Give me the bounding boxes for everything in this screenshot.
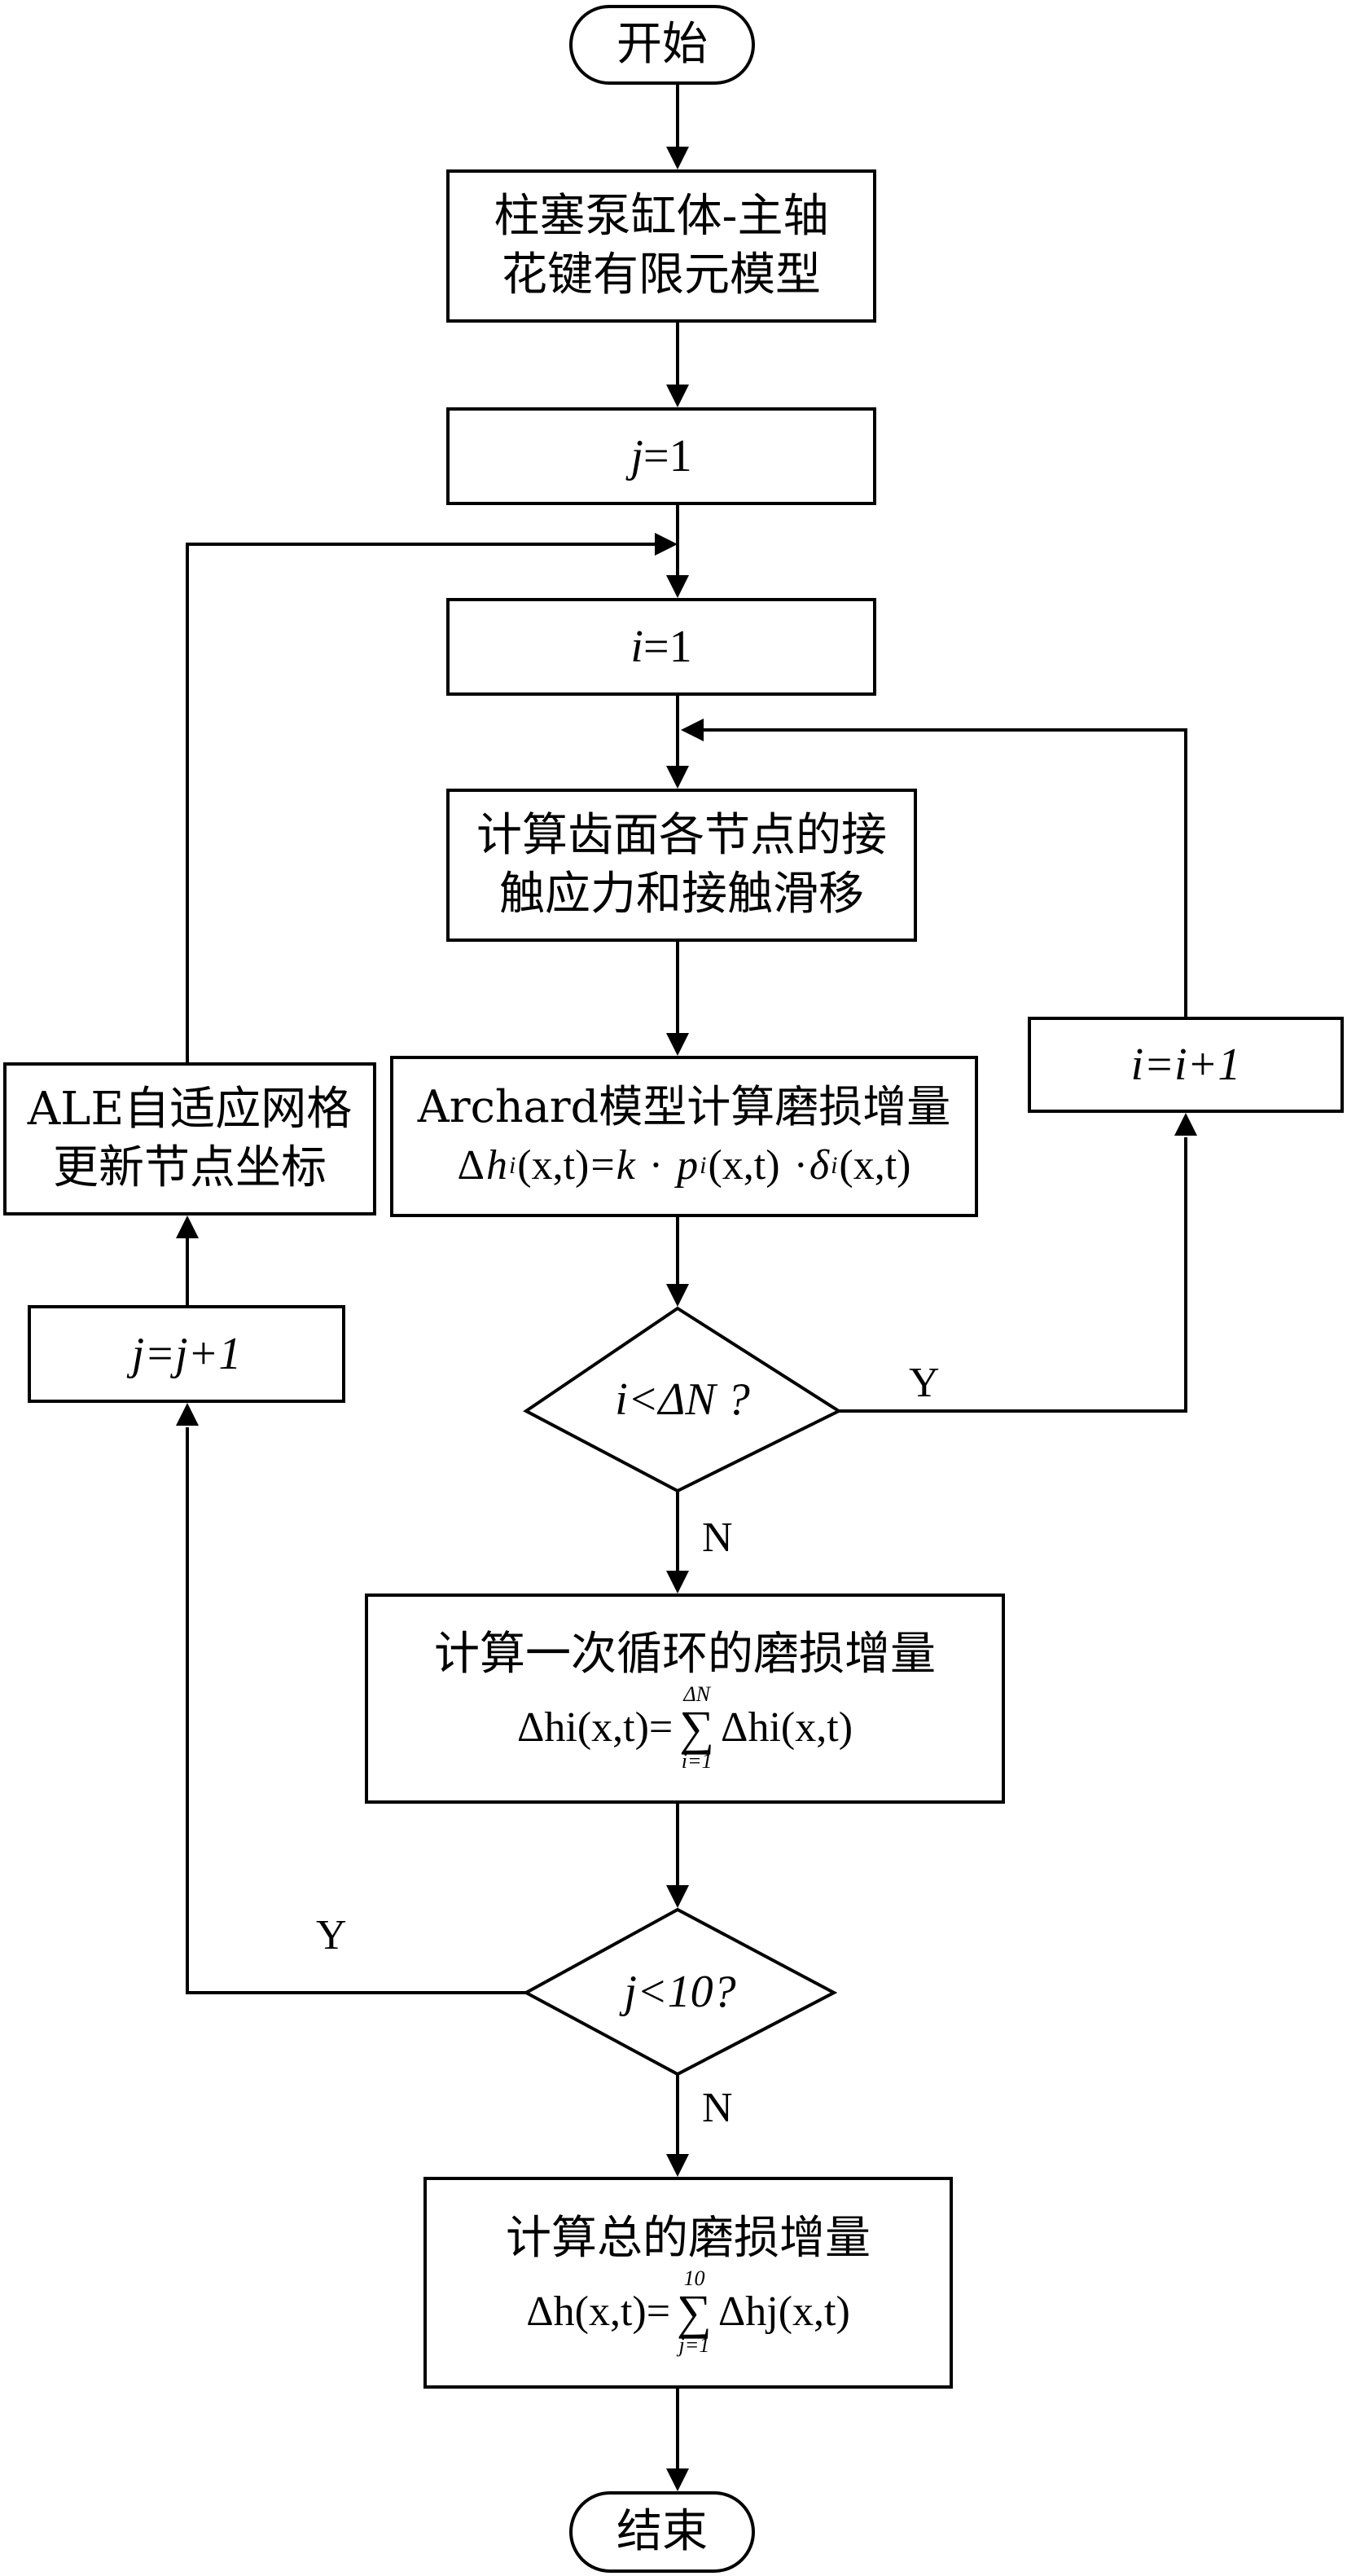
ale-line1: ALE自适应网格 xyxy=(27,1083,353,1136)
ale-box xyxy=(3,1062,376,1215)
j-inc-text: j=j+1 xyxy=(131,1329,242,1379)
end-text: 结束 xyxy=(616,2505,708,2558)
arrowhead xyxy=(666,1885,689,1908)
cycle-formula-rhs: Δhi(x,t) xyxy=(721,1704,853,1751)
total-sum: 10 ∑ j=1 xyxy=(677,2266,712,2357)
i-init-rest: =1 xyxy=(643,622,692,672)
arrowhead xyxy=(666,2468,689,2491)
i-inc-text: i=i+1 xyxy=(1130,1040,1241,1090)
arrowhead xyxy=(176,1403,199,1426)
arrowhead xyxy=(666,766,689,789)
cycle-label: 计算一次循环的磨损增量 Δhi(x,t)= ΔN ∑ i=1 Δhi(x,t) xyxy=(366,1595,1003,1802)
total-line1: 计算总的磨损增量 xyxy=(506,2212,871,2265)
j-init-rest: =1 xyxy=(643,431,692,481)
cycle-formula-lhs: Δhi(x,t)= xyxy=(516,1704,674,1751)
i-init-label: i=1 xyxy=(448,600,875,694)
j-check-text: j<10? xyxy=(624,1967,736,2017)
i-check-no-label: N xyxy=(702,1514,733,1561)
i-inc-label: i=i+1 xyxy=(1029,1018,1342,1111)
i-init-var: i xyxy=(630,622,643,672)
i-check-text: i<ΔN ? xyxy=(615,1374,750,1425)
total-formula-rhs: Δhj(x,t) xyxy=(717,2288,850,2335)
j-check-label: j<10? xyxy=(526,1910,834,2074)
j-init-box xyxy=(446,407,876,505)
j-init-var: j xyxy=(630,431,643,481)
j-inc-box xyxy=(28,1305,345,1403)
j-init-label: j=1 xyxy=(448,409,875,503)
end-label: 结束 xyxy=(571,2493,753,2571)
i-check-yes-label: Y xyxy=(909,1360,940,1406)
cycle-formula: Δhi(x,t)= ΔN ∑ i=1 Δhi(x,t) xyxy=(517,1684,853,1772)
arrowhead xyxy=(666,575,689,598)
fe-model-label: 柱塞泵缸体-主轴 花键有限元模型 xyxy=(448,171,875,321)
i-inc-box xyxy=(1028,1017,1344,1113)
archard-box xyxy=(390,1056,978,1217)
arrowhead xyxy=(1174,1113,1197,1136)
edge-i-check-yes-to-i-inc xyxy=(839,1137,1187,1413)
j-check-yes-label: Y xyxy=(316,1912,347,1958)
arrowhead xyxy=(666,385,689,407)
contact-label: 计算齿面各节点的接 触应力和接触滑移 xyxy=(448,790,915,940)
edge-j-check-yes-to-j-inc xyxy=(186,1427,526,1994)
edge-ale-loop-back xyxy=(186,543,655,1064)
edge-i-inc-loop-back xyxy=(704,728,1187,1018)
fe-model-line2: 花键有限元模型 xyxy=(502,248,821,301)
fe-model-line1: 柱塞泵缸体-主轴 xyxy=(494,190,829,243)
archard-line1: Archard模型计算磨损增量 xyxy=(417,1081,951,1132)
arrowhead xyxy=(666,147,689,169)
contact-line1: 计算齿面各节点的接 xyxy=(476,809,887,862)
total-label: 计算总的磨损增量 Δh(x,t)= 10 ∑ j=1 Δhj(x,t) xyxy=(425,2178,951,2387)
cycle-box xyxy=(365,1594,1005,1804)
total-box xyxy=(423,2177,953,2389)
i-init-box xyxy=(446,598,876,696)
start-terminal xyxy=(569,5,755,85)
i-check-label: i<ΔN ? xyxy=(526,1308,839,1491)
arrowhead xyxy=(176,1215,199,1238)
cycle-sum: ΔN ∑ i=1 xyxy=(679,1682,715,1773)
j-inc-label: j=j+1 xyxy=(29,1307,344,1401)
cycle-line1: 计算一次循环的磨损增量 xyxy=(434,1628,936,1681)
arrowhead xyxy=(666,1033,689,1056)
arrowhead xyxy=(655,533,678,556)
arrowhead xyxy=(666,1284,689,1307)
fe-model-box xyxy=(446,169,876,323)
j-check-no-label: N xyxy=(702,2085,733,2131)
arrowhead xyxy=(666,2154,689,2177)
contact-line2: 触应力和接触滑移 xyxy=(499,868,864,921)
contact-box xyxy=(446,789,917,942)
total-formula: Δh(x,t)= 10 ∑ j=1 Δhj(x,t) xyxy=(526,2268,850,2356)
start-label: 开始 xyxy=(571,7,753,83)
arrowhead xyxy=(666,1571,689,1594)
start-text: 开始 xyxy=(616,18,708,71)
end-terminal xyxy=(569,2491,755,2573)
ale-line2: 更新节点坐标 xyxy=(53,1141,327,1194)
arrowhead xyxy=(681,719,704,741)
total-formula-lhs: Δh(x,t)= xyxy=(526,2288,671,2335)
ale-label: ALE自适应网格 更新节点坐标 xyxy=(5,1064,375,1214)
